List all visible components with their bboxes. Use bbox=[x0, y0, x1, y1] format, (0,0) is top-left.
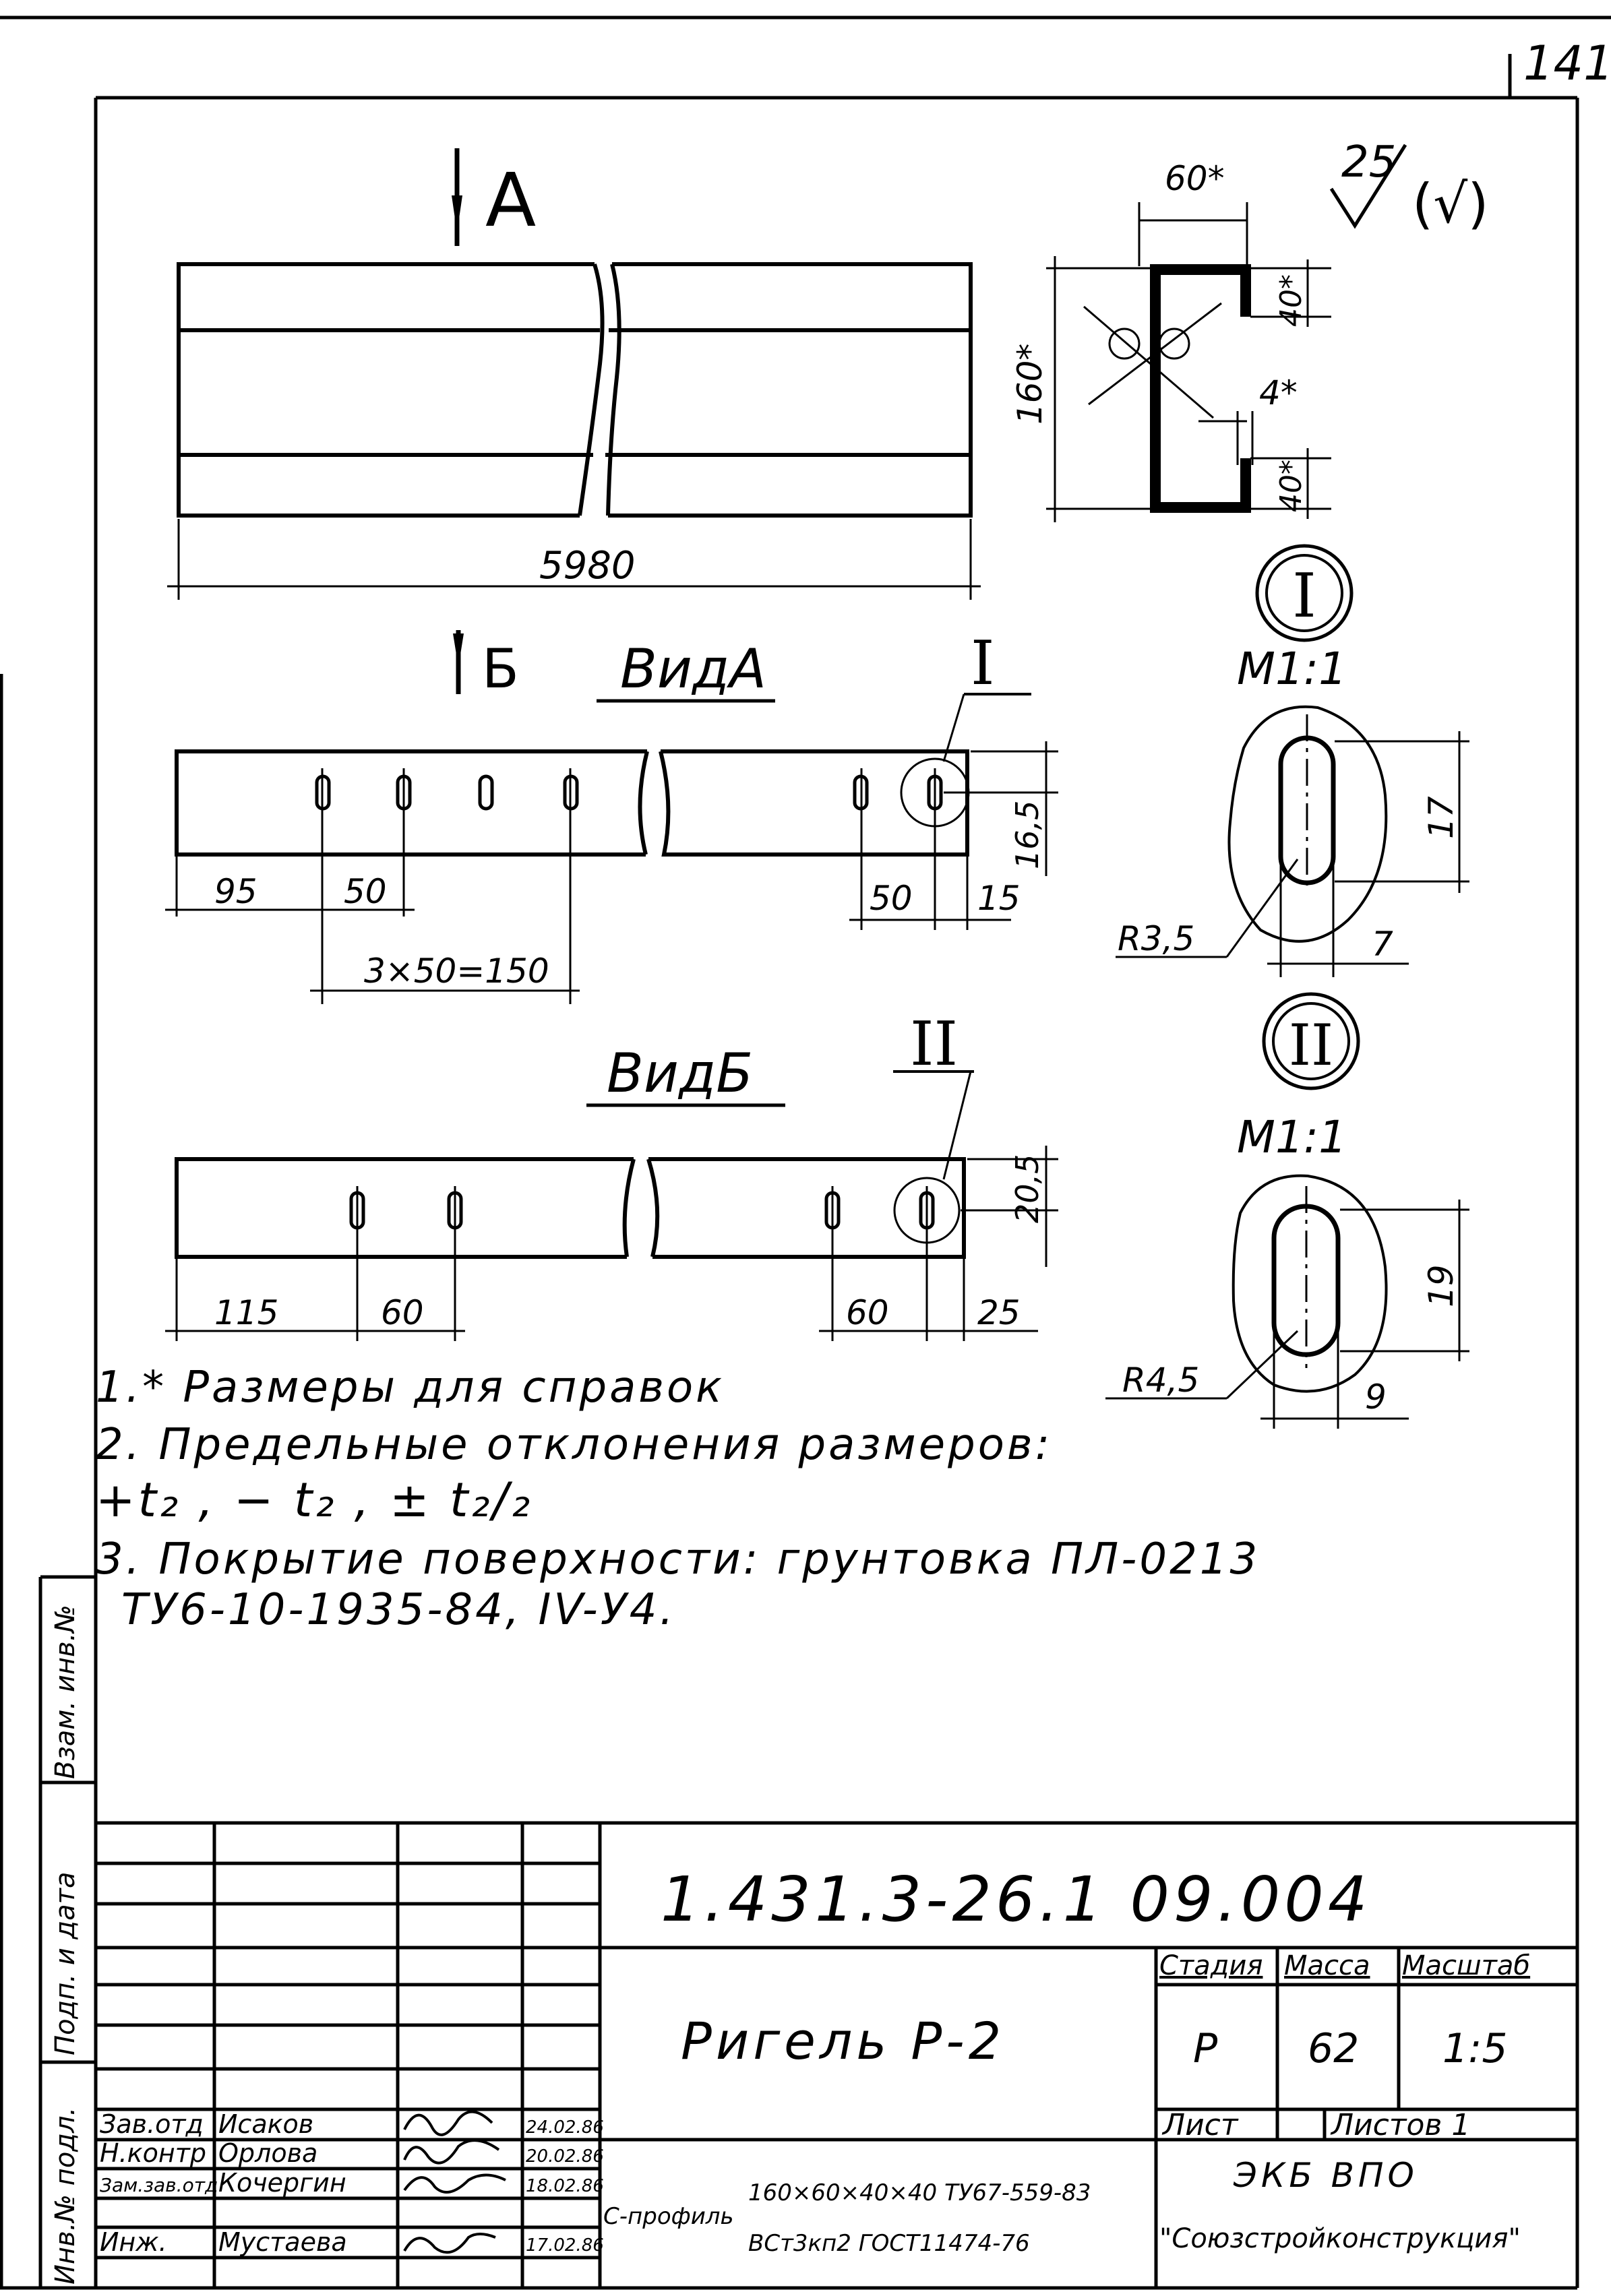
section-a-mark: A bbox=[485, 157, 536, 243]
tb-signatures bbox=[403, 2110, 506, 2254]
dim-flange-top: 40* bbox=[1274, 274, 1308, 327]
section-b-mark: Б bbox=[482, 638, 519, 700]
dim-d2-width: 9 bbox=[1365, 1377, 1387, 1417]
sheet-frame bbox=[0, 15, 1611, 2290]
main-elevation: A 5980 bbox=[167, 148, 981, 600]
tb-role: Инж. bbox=[100, 2227, 167, 2257]
detail-1: I М1:1 17 7 R3,5 bbox=[1116, 544, 1469, 977]
side-inv-podl: Инв.№ подл. bbox=[50, 2107, 81, 2285]
dim-va-total: 3×50=150 bbox=[364, 952, 549, 991]
tb-mass-header: Масса bbox=[1284, 1950, 1370, 1981]
tb-person-name: Орлова bbox=[218, 2138, 317, 2168]
side-stamp: Инв.№ подл. Подп. и дата Взам. инв.№ bbox=[38, 1575, 96, 2288]
dim-vb-edge: 115 bbox=[214, 1293, 278, 1332]
dim-d1-width: 7 bbox=[1372, 925, 1393, 964]
tb-name: Ригель Р-2 bbox=[681, 2011, 1005, 2071]
tb-role: Зам.зав.отд bbox=[100, 2174, 218, 2196]
note-3: 3. Покрытие поверхности: грунтовка ПЛ-02… bbox=[96, 1534, 1260, 1584]
tb-person-date: 24.02.86 bbox=[526, 2117, 604, 2138]
detail-2: II М1:1 19 9 R4,5 bbox=[1105, 992, 1469, 1429]
tb-material-line2: ВСт3кп2 ГОСТ11474-76 bbox=[748, 2230, 1030, 2257]
tb-material-prefix: С-профиль bbox=[603, 2203, 734, 2230]
title-block: 1.431.3-26.1 09.004 Ригель Р-2 Стадия Ма… bbox=[96, 1821, 1577, 2288]
tb-org-line1: ЭКБ ВПО bbox=[1233, 2156, 1418, 2195]
page-number: 141 bbox=[1523, 36, 1611, 91]
note-3-spec: ТУ6-10-1935-84, IV-У4. bbox=[121, 1585, 676, 1635]
detail-1-scale: М1:1 bbox=[1237, 643, 1347, 695]
view-a-title: ВидА bbox=[620, 638, 766, 700]
note-1: 1.* Размеры для справок bbox=[96, 1363, 725, 1413]
detail-1-mark: I bbox=[971, 628, 995, 699]
tb-org-line2: "Союзстройконструкция" bbox=[1159, 2223, 1521, 2254]
roughness-value: 25 bbox=[1341, 137, 1396, 187]
dim-length: 5980 bbox=[539, 544, 636, 588]
tb-role: Зав.отд bbox=[100, 2109, 204, 2139]
tb-material-line1: 160×60×40×40 ТУ67-559-83 bbox=[748, 2179, 1091, 2206]
view-a: Б ВидА I bbox=[165, 628, 1058, 1004]
dim-d1-radius: R3,5 bbox=[1118, 919, 1194, 958]
dim-va-height: 16,5 bbox=[1009, 801, 1045, 869]
detail-2-circle-mark: II bbox=[1289, 1012, 1333, 1078]
tb-person-date: 17.02.86 bbox=[526, 2235, 604, 2256]
dim-vb-height: 20,5 bbox=[1009, 1154, 1045, 1223]
view-b: ВидБ II bbox=[165, 1009, 1058, 1341]
dim-profile-width: 60* bbox=[1165, 159, 1225, 198]
dim-vb-step: 60 bbox=[381, 1293, 424, 1332]
dim-flange-bottom: 40* bbox=[1274, 460, 1308, 512]
roughness-symbol: 25 (√) bbox=[1329, 137, 1488, 235]
tb-designation: 1.431.3-26.1 09.004 bbox=[661, 1863, 1371, 1935]
tb-person-date: 18.02.86 bbox=[526, 2176, 604, 2196]
dim-profile-height: 160* bbox=[1010, 344, 1050, 425]
dim-d2-radius: R4,5 bbox=[1122, 1361, 1199, 1400]
tb-person-date: 20.02.86 bbox=[526, 2146, 604, 2167]
dim-vb-right-step: 60 bbox=[846, 1293, 889, 1332]
tb-scale: 1:5 bbox=[1442, 2025, 1508, 2072]
tb-sheet-label: Лист bbox=[1161, 2108, 1239, 2142]
dim-thickness: 4* bbox=[1259, 373, 1298, 412]
tb-role: Н.контр bbox=[100, 2138, 206, 2168]
dim-va-right-step: 50 bbox=[870, 879, 913, 918]
note-2: 2. Предельные отклонения размеров: bbox=[96, 1420, 1052, 1470]
dim-va-edge: 95 bbox=[214, 872, 257, 911]
dim-va-right-edge: 15 bbox=[977, 879, 1021, 918]
note-2-tolerances: +t₂ , − t₂ , ± t₂/₂ bbox=[96, 1472, 533, 1528]
tb-people: Зав.отд Исаков 24.02.86 Н.контр Орлова 2… bbox=[100, 2109, 604, 2257]
detail-2-scale: М1:1 bbox=[1237, 1111, 1347, 1163]
tb-person-name: Кочергин bbox=[218, 2168, 346, 2198]
tb-sheets-label: Листов 1 bbox=[1330, 2108, 1470, 2142]
notes: 1.* Размеры для справок 2. Предельные от… bbox=[96, 1363, 1260, 1635]
side-podp-data: Подп. и дата bbox=[50, 1872, 81, 2055]
tb-scale-header: Масштаб bbox=[1402, 1950, 1530, 1981]
tb-person-name: Мустаева bbox=[218, 2227, 347, 2257]
view-b-title: ВидБ bbox=[607, 1042, 753, 1105]
side-vzam-inv: Взам. инв.№ bbox=[50, 1605, 81, 1779]
tb-stage: Р bbox=[1193, 2025, 1218, 2072]
tb-person-name: Исаков bbox=[218, 2109, 313, 2139]
dim-d2-length: 19 bbox=[1422, 1264, 1461, 1307]
roughness-alt: (√) bbox=[1412, 173, 1488, 235]
tb-mass: 62 bbox=[1308, 2025, 1359, 2072]
tb-stage-header: Стадия bbox=[1159, 1950, 1263, 1981]
dim-d1-length: 17 bbox=[1422, 796, 1461, 839]
cross-section: 60* 160* 40* 40* 4* bbox=[1010, 159, 1331, 522]
dim-va-step: 50 bbox=[344, 872, 387, 911]
dim-vb-right-edge: 25 bbox=[977, 1293, 1021, 1332]
detail-2-mark: II bbox=[910, 1009, 958, 1080]
detail-1-circle-mark: I bbox=[1292, 561, 1316, 631]
